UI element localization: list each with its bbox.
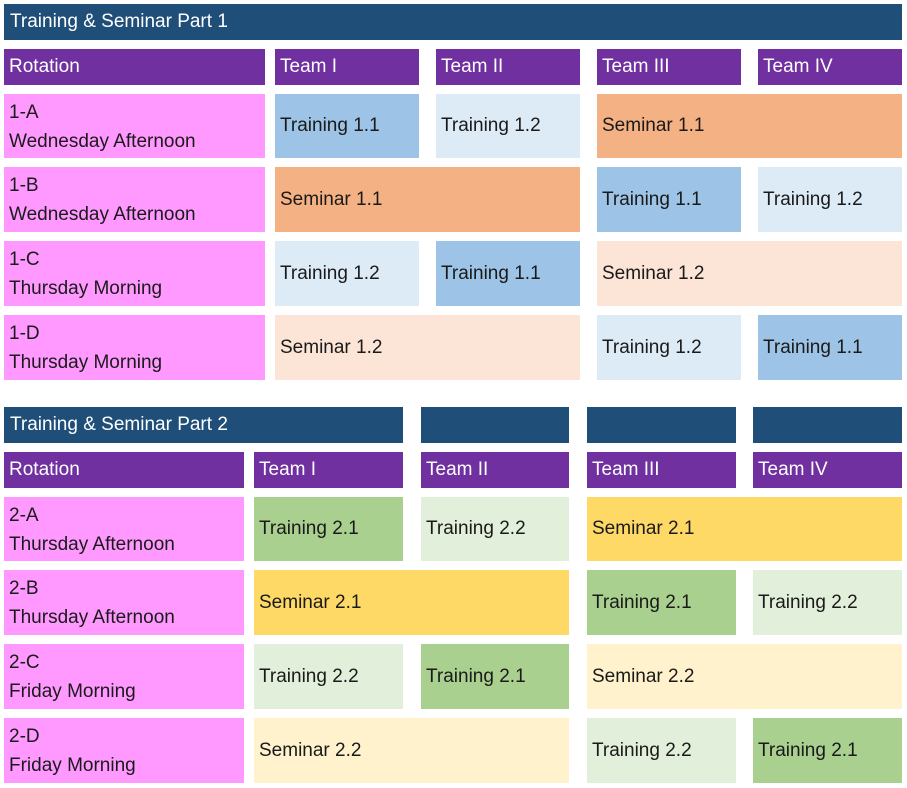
part1-1d-team3: Training 1.2 [597, 315, 741, 380]
part2-2b-team3: Training 2.1 [587, 570, 736, 635]
part2-2c-team2: Training 2.1 [421, 644, 569, 709]
part1-1b-team3: Training 1.1 [597, 167, 741, 232]
rotation-code: 1-A [9, 102, 39, 123]
part2-header-team-3: Team III [587, 452, 736, 488]
part1-1a-team1: Training 1.1 [275, 94, 419, 158]
part1-1b-team1-2: Seminar 1.1 [275, 167, 580, 232]
part1-header-team-2: Team II [436, 49, 580, 85]
part2-rotation-2c: 2-C Friday Morning [4, 644, 244, 709]
part2-title-band [421, 407, 569, 443]
part1-1c-team1: Training 1.2 [275, 241, 419, 306]
part1-rotation-1c: 1-C Thursday Morning [4, 241, 265, 306]
part1-header-team-1: Team I [275, 49, 419, 85]
part1-1d-team1-2: Seminar 1.2 [275, 315, 580, 380]
rotation-code: 2-A [9, 505, 39, 526]
rotation-time: Thursday Morning [9, 278, 163, 299]
part2-2a-team2: Training 2.2 [421, 497, 569, 561]
part2-2b-team4: Training 2.2 [753, 570, 902, 635]
rotation-code: 2-C [9, 652, 40, 673]
part2-2a-team1: Training 2.1 [254, 497, 403, 561]
rotation-time: Wednesday Afternoon [9, 131, 196, 152]
rotation-time: Thursday Afternoon [9, 534, 175, 555]
part2-2a-team3-4: Seminar 2.1 [587, 497, 902, 561]
part2-2c-team3-4: Seminar 2.2 [587, 644, 902, 709]
part1-1b-team4: Training 1.2 [758, 167, 902, 232]
rotation-time: Friday Morning [9, 681, 136, 702]
rotation-code: 2-D [9, 726, 40, 747]
part2-rotation-2a: 2-A Thursday Afternoon [4, 497, 244, 561]
part2-2b-team1-2: Seminar 2.1 [254, 570, 569, 635]
part2-title-band [753, 407, 902, 443]
rotation-time: Friday Morning [9, 755, 136, 776]
rotation-code: 2-B [9, 578, 39, 599]
part2-2c-team1: Training 2.2 [254, 644, 403, 709]
part2-2d-team4: Training 2.1 [753, 718, 902, 783]
part1-header-rotation: Rotation [4, 49, 265, 85]
part1-header-team-4: Team IV [758, 49, 902, 85]
part2-header-team-1: Team I [254, 452, 403, 488]
part1-rotation-1b: 1-B Wednesday Afternoon [4, 167, 265, 232]
part2-rotation-2d: 2-D Friday Morning [4, 718, 244, 783]
rotation-time: Thursday Afternoon [9, 607, 175, 628]
part2-header-rotation: Rotation [4, 452, 244, 488]
part1-rotation-1d: 1-D Thursday Morning [4, 315, 265, 380]
rotation-code: 1-C [9, 249, 40, 270]
part1-1d-team4: Training 1.1 [758, 315, 902, 380]
part2-header-team-4: Team IV [753, 452, 902, 488]
rotation-time: Thursday Morning [9, 352, 163, 373]
rotation-time: Wednesday Afternoon [9, 204, 196, 225]
part2-2d-team1-2: Seminar 2.2 [254, 718, 569, 783]
rotation-code: 1-D [9, 323, 40, 344]
part1-1a-team2: Training 1.2 [436, 94, 580, 158]
part1-rotation-1a: 1-A Wednesday Afternoon [4, 94, 265, 158]
part1-header-team-3: Team III [597, 49, 741, 85]
part2-2d-team3: Training 2.2 [587, 718, 736, 783]
part1-1c-team2: Training 1.1 [436, 241, 580, 306]
part2-title-band [587, 407, 736, 443]
part2-rotation-2b: 2-B Thursday Afternoon [4, 570, 244, 635]
part2-header-team-2: Team II [421, 452, 569, 488]
part2-title: Training & Seminar Part 2 [4, 407, 403, 443]
rotation-code: 1-B [9, 175, 39, 196]
part1-1a-team3-4: Seminar 1.1 [597, 94, 902, 158]
part1-1c-team3-4: Seminar 1.2 [597, 241, 902, 306]
part1-title: Training & Seminar Part 1 [4, 4, 902, 40]
